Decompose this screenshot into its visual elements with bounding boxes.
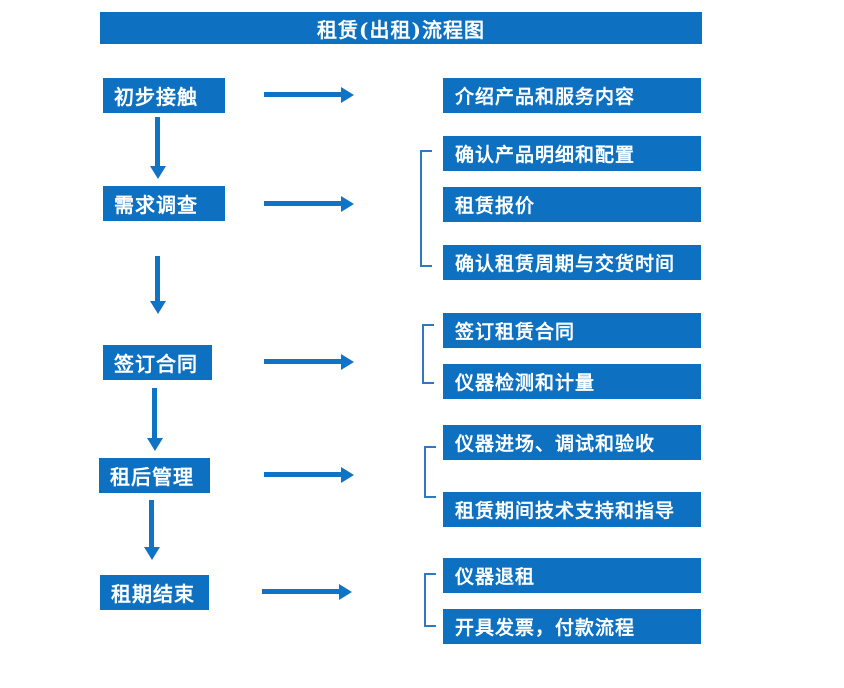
right-arrow-shaft — [262, 589, 339, 594]
detail-box: 介绍产品和服务内容 — [443, 78, 701, 113]
group-bracket — [420, 150, 432, 267]
down-arrow-shaft — [155, 256, 160, 302]
down-arrow-icon — [144, 500, 160, 560]
detail-box: 仪器检测和计量 — [443, 364, 701, 399]
detail-box: 签订租赁合同 — [443, 313, 701, 348]
right-arrow-shaft — [264, 92, 341, 97]
step-demand-survey: 需求调查 — [103, 186, 225, 221]
down-arrow-shaft — [152, 388, 157, 439]
right-arrow-icon — [262, 584, 352, 600]
right-arrow-icon — [264, 354, 354, 370]
right-arrow-shaft — [264, 201, 341, 206]
down-arrow-icon — [150, 117, 166, 179]
right-arrow-head — [341, 354, 354, 370]
flowchart-title-bar: 租赁(出租)流程图 — [100, 12, 702, 44]
step-sign-contract: 签订合同 — [103, 345, 212, 380]
right-arrow-icon — [264, 87, 354, 103]
group-bracket — [424, 446, 436, 498]
step-initial-contact: 初步接触 — [103, 78, 225, 113]
flowchart-title: 租赁(出租)流程图 — [317, 17, 485, 42]
down-arrow-icon — [147, 388, 163, 451]
down-arrow-head — [147, 438, 163, 451]
detail-box: 确认产品明细和配置 — [443, 136, 701, 171]
right-arrow-head — [341, 196, 354, 212]
right-arrow-icon — [264, 467, 354, 483]
right-arrow-head — [341, 87, 354, 103]
detail-box: 仪器退租 — [443, 558, 701, 593]
right-arrow-icon — [264, 196, 354, 212]
right-arrow-shaft — [264, 359, 341, 364]
right-arrow-head — [341, 467, 354, 483]
down-arrow-head — [144, 547, 160, 560]
detail-box: 开具发票，付款流程 — [443, 609, 701, 644]
step-rental-end: 租期结束 — [100, 575, 209, 610]
detail-box: 确认租赁周期与交货时间 — [443, 245, 701, 280]
down-arrow-head — [150, 166, 166, 179]
group-bracket — [422, 324, 434, 384]
down-arrow-icon — [150, 256, 166, 314]
down-arrow-shaft — [155, 117, 160, 167]
step-post-rental-management: 租后管理 — [99, 458, 210, 493]
down-arrow-head — [150, 301, 166, 314]
right-arrow-shaft — [264, 472, 341, 477]
detail-box: 仪器进场、调试和验收 — [443, 425, 701, 460]
group-bracket — [424, 573, 436, 627]
detail-box: 租赁期间技术支持和指导 — [443, 492, 701, 527]
detail-box: 租赁报价 — [443, 187, 701, 222]
down-arrow-shaft — [149, 500, 154, 548]
right-arrow-head — [339, 584, 352, 600]
